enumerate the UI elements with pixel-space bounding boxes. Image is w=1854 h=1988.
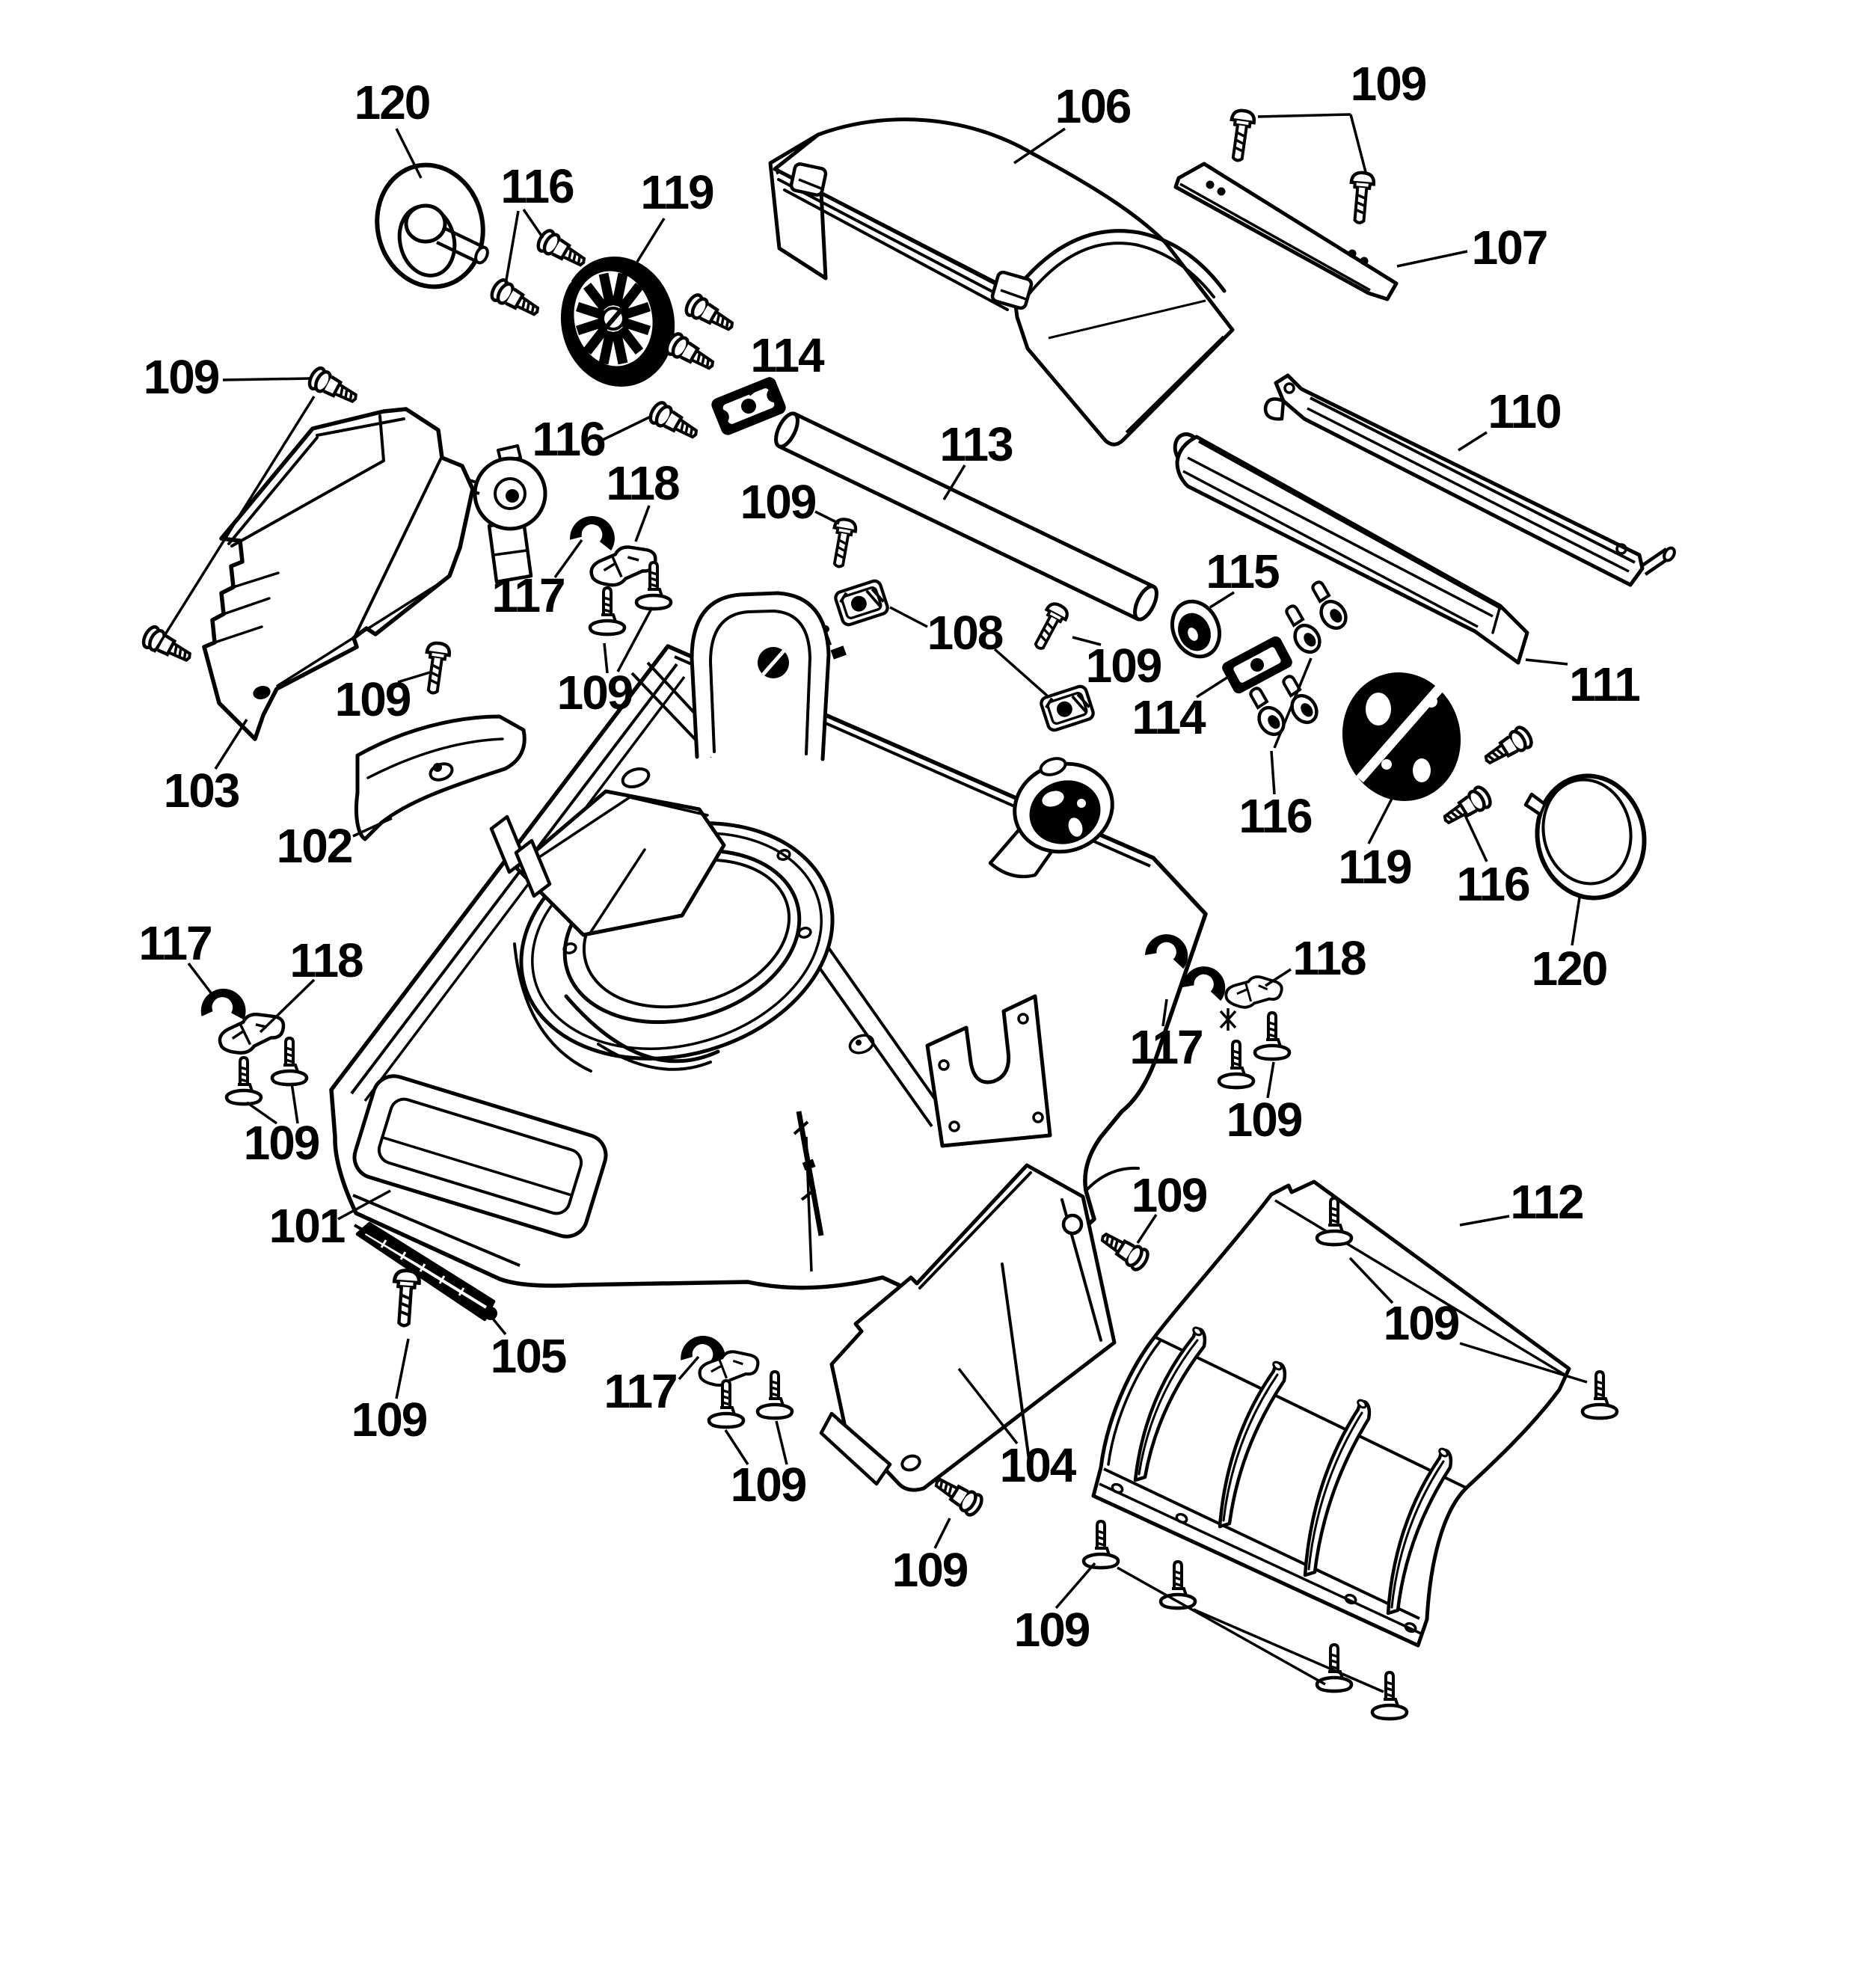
svg-text:109: 109 — [335, 672, 411, 726]
svg-text:117: 117 — [1129, 1020, 1202, 1074]
svg-text:116: 116 — [1456, 857, 1529, 911]
svg-text:109: 109 — [244, 1116, 319, 1170]
svg-text:108: 108 — [927, 606, 1003, 660]
svg-text:105: 105 — [491, 1329, 566, 1383]
svg-text:117: 117 — [604, 1364, 676, 1418]
svg-text:104: 104 — [1000, 1438, 1077, 1492]
svg-text:118: 118 — [289, 933, 363, 987]
svg-text:116: 116 — [532, 412, 605, 466]
svg-text:106: 106 — [1055, 79, 1131, 133]
svg-text:116: 116 — [500, 159, 574, 213]
svg-text:109: 109 — [1351, 57, 1426, 111]
svg-text:110: 110 — [1488, 384, 1560, 438]
svg-text:115: 115 — [1206, 544, 1279, 598]
svg-text:107: 107 — [1472, 221, 1547, 274]
svg-text:119: 119 — [640, 165, 713, 219]
svg-text:117: 117 — [138, 916, 211, 970]
svg-text:102: 102 — [277, 819, 352, 873]
svg-text:120: 120 — [1532, 942, 1607, 995]
svg-text:118: 118 — [1292, 931, 1366, 985]
svg-text:109: 109 — [1014, 1603, 1090, 1657]
svg-text:117: 117 — [491, 568, 564, 622]
svg-text:109: 109 — [1132, 1168, 1207, 1222]
svg-text:112: 112 — [1510, 1175, 1583, 1229]
svg-text:113: 113 — [939, 417, 1013, 471]
svg-text:111: 111 — [1569, 657, 1639, 711]
svg-text:109: 109 — [1384, 1296, 1459, 1350]
svg-text:109: 109 — [892, 1543, 968, 1597]
svg-text:114: 114 — [1132, 690, 1206, 744]
svg-text:116: 116 — [1238, 789, 1312, 843]
svg-text:109: 109 — [352, 1393, 427, 1446]
svg-text:109: 109 — [1227, 1093, 1302, 1147]
svg-text:109: 109 — [557, 666, 633, 720]
svg-text:103: 103 — [164, 764, 239, 817]
svg-text:119: 119 — [1338, 840, 1411, 894]
svg-text:118: 118 — [606, 456, 679, 510]
svg-text:109: 109 — [144, 350, 219, 404]
svg-text:101: 101 — [269, 1199, 345, 1253]
svg-text:120: 120 — [354, 76, 430, 129]
svg-text:109: 109 — [731, 1458, 806, 1512]
svg-text:114: 114 — [750, 328, 825, 382]
svg-text:109: 109 — [740, 475, 816, 529]
svg-text:109: 109 — [1086, 639, 1161, 693]
